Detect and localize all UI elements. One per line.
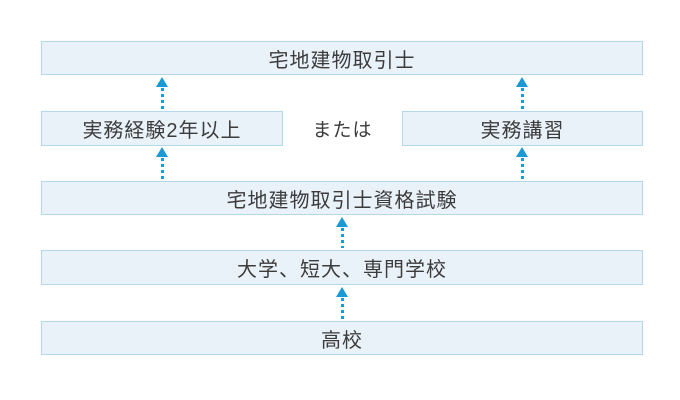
or-label: または [312,120,373,141]
box-highschool: 高校 [41,321,643,355]
box-college: 大学、短大、専門学校 [41,250,643,285]
up-arrow-training-to-takkenshi [515,77,529,109]
arrow-dotted-tail [520,88,524,109]
arrow-head-icon [156,77,168,87]
up-arrow-exam-to-training [515,147,529,179]
arrow-dotted-tail [520,158,524,179]
arrow-head-icon [336,287,348,297]
up-arrow-college-to-exam [335,217,349,248]
box-experience: 実務経験2年以上 [41,111,283,146]
up-arrow-experience-to-takkenshi [155,77,169,109]
arrow-head-icon [516,147,528,157]
arrow-head-icon [336,217,348,227]
arrow-head-icon [516,77,528,87]
box-exam: 宅地建物取引士資格試験 [41,181,643,215]
up-arrow-highschool-to-college [335,287,349,319]
box-training: 実務講習 [402,111,643,146]
up-arrow-exam-to-experience [155,147,169,179]
arrow-dotted-tail [160,88,164,109]
arrow-dotted-tail [340,228,344,248]
arrow-dotted-tail [340,298,344,319]
arrow-head-icon [156,147,168,157]
box-takkenshi: 宅地建物取引士 [41,41,643,75]
arrow-dotted-tail [160,158,164,179]
